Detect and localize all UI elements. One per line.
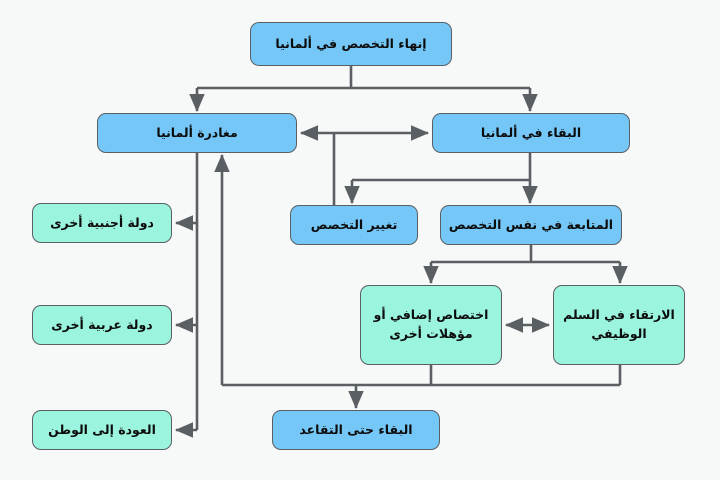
node-career-ladder-promotion[interactable]: الارتقاء في السلم الوظيفي bbox=[553, 285, 685, 365]
node-other-arab-country[interactable]: دولة عربية أخرى bbox=[32, 305, 172, 345]
node-label: دولة أجنبية أخرى bbox=[50, 214, 154, 230]
node-label: العودة إلى الوطن bbox=[48, 421, 156, 437]
node-other-foreign-country[interactable]: دولة أجنبية أخرى bbox=[32, 203, 172, 243]
node-label: المتابعة في نفس التخصص bbox=[448, 216, 614, 232]
node-label: تغيير التخصص bbox=[310, 216, 398, 232]
node-return-to-homeland[interactable]: العودة إلى الوطن bbox=[32, 410, 172, 450]
node-stay-in-germany[interactable]: البقاء في ألمانيا bbox=[432, 113, 630, 153]
node-stay-until-retirement[interactable]: البقاء حتى التقاعد bbox=[272, 410, 440, 450]
node-finish-specialization[interactable]: إنهاء التخصص في ألمانيا bbox=[250, 22, 452, 66]
node-continue-same-specialization[interactable]: المتابعة في نفس التخصص bbox=[440, 205, 622, 245]
node-extra-specialization-or-qualifications[interactable]: اختصاص إضافي أو مؤهلات أخرى bbox=[360, 285, 502, 365]
node-label: البقاء حتى التقاعد bbox=[299, 421, 413, 437]
node-label: الارتقاء في السلم الوظيفي bbox=[563, 307, 675, 341]
node-label: البقاء في ألمانيا bbox=[480, 124, 582, 140]
node-label: دولة عربية أخرى bbox=[51, 316, 153, 332]
node-leave-germany[interactable]: مغادرة ألمانيا bbox=[97, 113, 297, 153]
node-label: إنهاء التخصص في ألمانيا bbox=[275, 35, 427, 51]
node-label: مغادرة ألمانيا bbox=[156, 124, 238, 140]
node-label: اختصاص إضافي أو مؤهلات أخرى bbox=[373, 307, 489, 341]
node-change-specialization[interactable]: تغيير التخصص bbox=[290, 205, 418, 245]
